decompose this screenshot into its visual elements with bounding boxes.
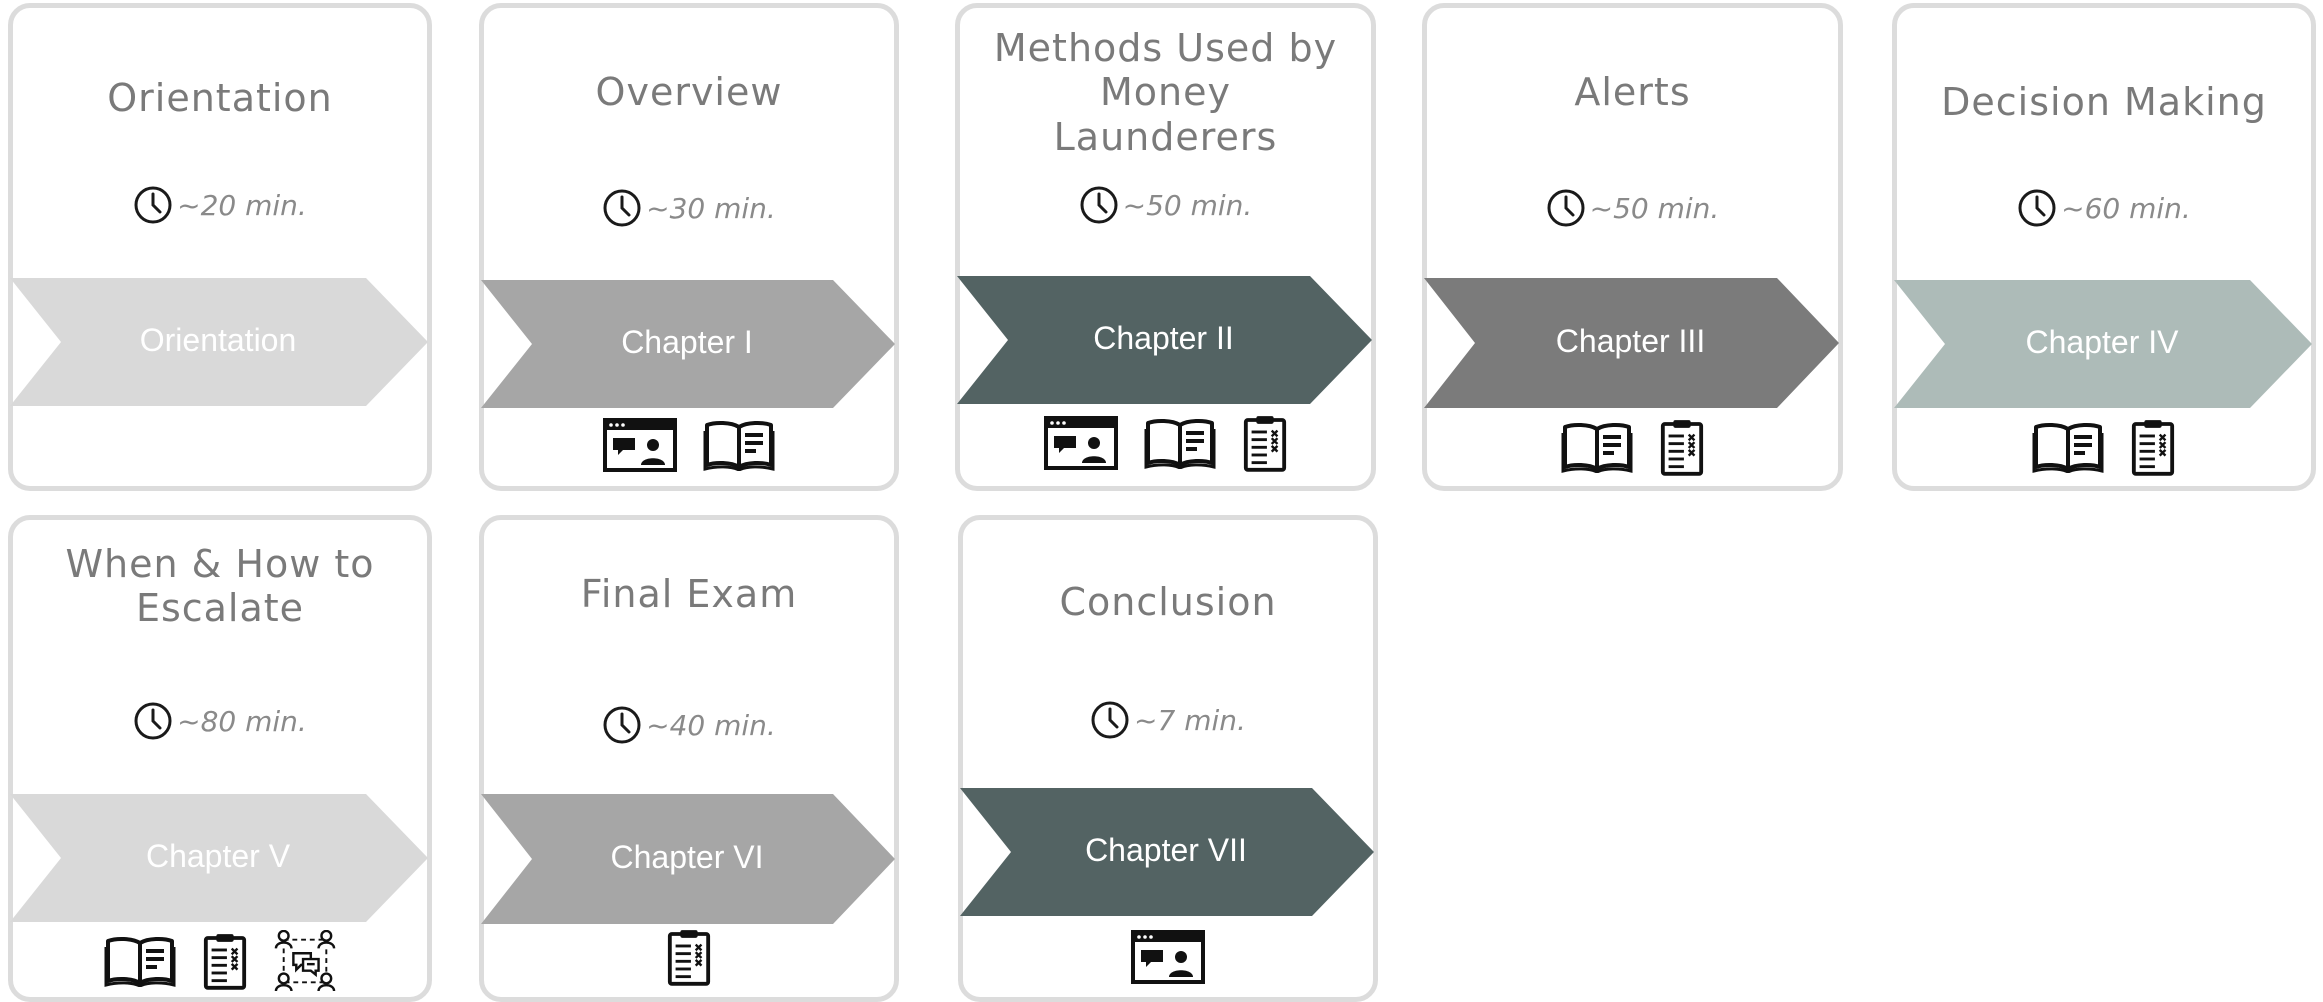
book-icon	[104, 936, 176, 987]
module-title: Methods Used by	[993, 26, 1338, 70]
resource-icons	[479, 928, 899, 986]
clock-icon	[1080, 186, 1118, 224]
chapter-label: Chapter II	[1093, 320, 1234, 356]
book-icon	[703, 420, 775, 471]
quiz-clipboard-icon	[2131, 420, 2175, 476]
module-card[interactable]	[955, 3, 1376, 491]
module-card[interactable]	[1422, 3, 1843, 491]
module-duration: ~30 min.	[479, 188, 899, 228]
module-card[interactable]	[1892, 3, 2316, 491]
resource-icons	[955, 414, 1376, 472]
module-title: Overview	[595, 70, 783, 114]
module-title: Launderers	[1053, 115, 1278, 159]
chapter-label: Chapter IV	[2025, 324, 2179, 360]
clock-icon	[134, 702, 172, 740]
clock-icon	[1091, 701, 1129, 739]
module-title: Decision Making	[1941, 80, 2267, 124]
module-title: Orientation	[107, 76, 333, 120]
module-title: When & How to	[65, 542, 375, 586]
resource-icons	[958, 930, 1378, 984]
chapter-chevron	[481, 280, 895, 408]
chapter-chevron	[1424, 278, 1839, 408]
resource-icons	[8, 930, 432, 992]
module-duration: ~20 min.	[8, 185, 432, 225]
resource-icons	[1892, 418, 2316, 476]
chapter-label: Chapter V	[145, 838, 291, 874]
chapter-chevron	[10, 278, 428, 406]
module-title: Alerts	[1574, 70, 1691, 114]
chapter-chevron	[957, 276, 1372, 404]
resource-icons	[1422, 418, 1843, 476]
book-icon	[2032, 422, 2104, 473]
chapter-chevron	[1894, 280, 2312, 408]
book-icon	[1144, 418, 1215, 469]
clock-icon	[603, 189, 641, 227]
duration-label: ~80 min.	[177, 704, 307, 738]
duration-label: ~30 min.	[646, 191, 776, 225]
duration-label: ~50 min.	[1589, 191, 1720, 225]
module-title: Money	[1100, 70, 1231, 114]
video-presentation-icon	[1131, 930, 1205, 984]
chapter-label: Chapter VII	[1085, 832, 1247, 868]
module-duration: ~80 min.	[8, 701, 432, 741]
group-discussion-icon	[274, 930, 336, 992]
module-title: Escalate	[135, 586, 305, 630]
video-presentation-icon	[603, 418, 677, 472]
module-card[interactable]	[958, 515, 1378, 1002]
module-duration: ~50 min.	[1422, 188, 1843, 228]
clock-icon	[134, 186, 172, 224]
quiz-clipboard-icon	[203, 934, 247, 990]
module-title: Conclusion	[1059, 580, 1277, 624]
chapter-label: Orientation	[139, 322, 297, 358]
module-card[interactable]	[8, 3, 432, 491]
module-duration: ~40 min.	[479, 705, 899, 745]
resource-icons	[479, 418, 899, 472]
quiz-clipboard-icon	[667, 930, 711, 986]
chapter-label: Chapter I	[621, 324, 753, 360]
module-duration: ~7 min.	[958, 700, 1378, 740]
duration-label: ~40 min.	[646, 708, 776, 742]
chapter-chevron	[960, 788, 1374, 916]
module-duration: ~60 min.	[1892, 188, 2316, 228]
module-title: Final Exam	[580, 572, 798, 616]
clock-icon	[603, 706, 641, 744]
duration-label: ~20 min.	[177, 188, 307, 222]
video-presentation-icon	[1043, 416, 1118, 470]
clock-icon	[2018, 189, 2056, 227]
duration-label: ~60 min.	[2061, 191, 2191, 225]
module-duration: ~50 min.	[955, 185, 1376, 225]
quiz-clipboard-icon	[1660, 420, 1703, 476]
chapter-chevron	[10, 794, 428, 922]
duration-label: ~7 min.	[1134, 703, 1246, 737]
quiz-clipboard-icon	[1243, 416, 1286, 472]
chapter-chevron	[481, 794, 895, 924]
module-card[interactable]	[479, 3, 899, 491]
chapter-label: Chapter III	[1555, 323, 1706, 359]
book-icon	[1561, 422, 1632, 473]
duration-label: ~50 min.	[1122, 188, 1253, 222]
clock-icon	[1547, 189, 1585, 227]
chapter-label: Chapter VI	[610, 839, 764, 875]
